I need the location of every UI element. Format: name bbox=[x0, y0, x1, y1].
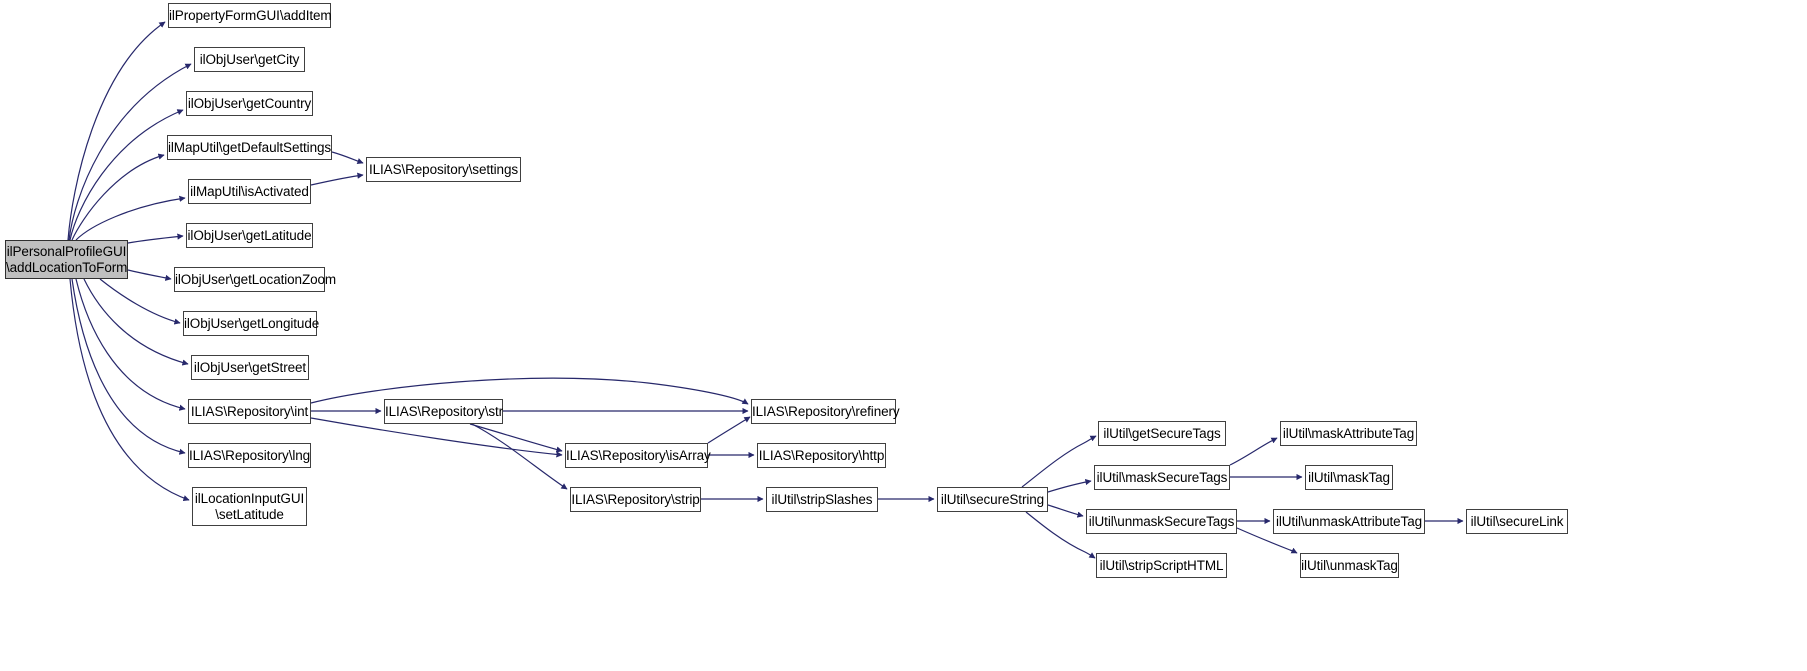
graph-node-label: ilUtil\maskAttributeTag bbox=[1282, 425, 1415, 441]
graph-node-lng[interactable]: ILIAS\Repository\lng bbox=[188, 443, 311, 468]
graph-node-getCity[interactable]: ilObjUser\getCity bbox=[194, 47, 305, 72]
call-edge bbox=[310, 172, 364, 186]
graph-node-secureString[interactable]: ilUtil\secureString bbox=[937, 487, 1048, 512]
call-edge bbox=[83, 278, 189, 366]
graph-node-label: ilMapUtil\getDefaultSettings bbox=[168, 139, 332, 155]
graph-node-unmaskAttributeTag[interactable]: ilUtil\unmaskAttributeTag bbox=[1273, 509, 1425, 534]
graph-node-refinery[interactable]: ILIAS\Repository\refinery bbox=[751, 399, 900, 424]
graph-node-label: ilUtil\stripScriptHTML bbox=[1099, 557, 1224, 573]
graph-node-label: ilUtil\secureLink bbox=[1470, 513, 1564, 529]
call-edge bbox=[127, 233, 184, 244]
call-edge bbox=[469, 423, 563, 453]
graph-node-http[interactable]: ILIAS\Repository\http bbox=[757, 443, 886, 468]
graph-node-label: ilObjUser\getLocationZoom bbox=[175, 271, 337, 287]
graph-node-label: ilObjUser\getStreet bbox=[193, 359, 307, 375]
graph-node-label: ilUtil\unmaskAttributeTag bbox=[1275, 513, 1423, 529]
graph-node-label: ILIAS\Repository\str bbox=[385, 403, 504, 419]
graph-node-maskSecureTags[interactable]: ilUtil\maskSecureTags bbox=[1094, 465, 1230, 490]
graph-node-str[interactable]: ILIAS\Repository\str bbox=[384, 399, 503, 424]
call-edge bbox=[127, 269, 172, 281]
graph-node-label: ilUtil\unmaskSecureTags bbox=[1088, 513, 1235, 529]
graph-node-label: ilObjUser\getCity bbox=[199, 51, 300, 67]
graph-node-label: ILIAS\Repository\lng bbox=[189, 447, 311, 463]
call-edge bbox=[69, 278, 190, 502]
graph-node-label: ILIAS\Repository\isArray bbox=[566, 447, 711, 463]
graph-node-getCountry[interactable]: ilObjUser\getCountry bbox=[186, 91, 313, 116]
graph-node-strip[interactable]: ILIAS\Repository\strip bbox=[570, 487, 701, 512]
call-edge bbox=[707, 416, 751, 444]
graph-node-stripScriptHTML[interactable]: ilUtil\stripScriptHTML bbox=[1096, 553, 1227, 578]
graph-node-isActivated[interactable]: ilMapUtil\isActivated bbox=[188, 179, 311, 204]
graph-node-label: ilUtil\unmaskTag bbox=[1301, 557, 1398, 573]
graph-node-getLongitude[interactable]: ilObjUser\getLongitude bbox=[183, 311, 320, 336]
graph-node-label: ilObjUser\getLongitude bbox=[184, 315, 320, 331]
call-edge bbox=[75, 195, 186, 241]
graph-node-getLatitude[interactable]: ilObjUser\getLatitude bbox=[186, 223, 313, 248]
graph-node-label: ilUtil\secureString bbox=[940, 491, 1045, 507]
call-edge bbox=[1229, 437, 1278, 466]
call-edge bbox=[71, 153, 165, 241]
graph-node-root[interactable]: ilPersonalProfileGUI \addLocationToForm bbox=[5, 240, 128, 279]
graph-node-getDefaultSettings[interactable]: ilMapUtil\getDefaultSettings bbox=[167, 135, 332, 160]
call-edge bbox=[1025, 511, 1096, 559]
call-edge bbox=[99, 278, 181, 325]
graph-node-label: ilObjUser\getLatitude bbox=[187, 227, 312, 243]
graph-node-label: ilUtil\maskTag bbox=[1308, 469, 1390, 485]
graph-node-label: ILIAS\Repository\settings bbox=[368, 161, 519, 177]
graph-node-setLatitude[interactable]: ilLocationInputGUI \setLatitude bbox=[192, 487, 307, 526]
graph-node-label: ilPropertyFormGUI\addItem bbox=[169, 7, 332, 23]
call-edge bbox=[1047, 478, 1092, 493]
graph-node-label: ilPersonalProfileGUI \addLocationToForm bbox=[6, 243, 128, 275]
call-edge bbox=[331, 151, 364, 165]
graph-node-label: ILIAS\Repository\int bbox=[190, 403, 309, 419]
graph-node-label: ilUtil\maskSecureTags bbox=[1096, 469, 1228, 485]
call-edge bbox=[75, 278, 186, 411]
graph-node-int[interactable]: ILIAS\Repository\int bbox=[188, 399, 311, 424]
graph-node-unmaskSecureTags[interactable]: ilUtil\unmaskSecureTags bbox=[1086, 509, 1237, 534]
graph-node-getLocationZoom[interactable]: ilObjUser\getLocationZoom bbox=[174, 267, 337, 292]
call-edge bbox=[1021, 435, 1097, 488]
graph-node-label: ILIAS\Repository\refinery bbox=[752, 403, 900, 419]
call-edge bbox=[310, 377, 749, 405]
graph-node-label: ilLocationInputGUI \setLatitude bbox=[194, 490, 305, 522]
graph-node-label: ilMapUtil\isActivated bbox=[190, 183, 309, 199]
graph-node-maskAttributeTag[interactable]: ilUtil\maskAttributeTag bbox=[1280, 421, 1417, 446]
graph-node-addItem[interactable]: ilPropertyFormGUI\addItem bbox=[168, 3, 332, 28]
graph-node-unmaskTag[interactable]: ilUtil\unmaskTag bbox=[1300, 553, 1399, 578]
graph-node-label: ilObjUser\getCountry bbox=[187, 95, 312, 111]
graph-node-settings[interactable]: ILIAS\Repository\settings bbox=[366, 157, 521, 182]
graph-node-secureLink[interactable]: ilUtil\secureLink bbox=[1466, 509, 1568, 534]
graph-node-label: ilUtil\stripSlashes bbox=[771, 491, 873, 507]
graph-node-getSecureTags[interactable]: ilUtil\getSecureTags bbox=[1098, 421, 1226, 446]
call-edge bbox=[1047, 504, 1084, 518]
call-edge bbox=[471, 423, 568, 490]
call-edge bbox=[67, 21, 166, 241]
graph-node-isArray[interactable]: ILIAS\Repository\isArray bbox=[565, 443, 711, 468]
graph-node-stripSlashes[interactable]: ilUtil\stripSlashes bbox=[766, 487, 878, 512]
graph-node-label: ilUtil\getSecureTags bbox=[1103, 425, 1221, 441]
call-edge bbox=[69, 109, 184, 241]
graph-node-getStreet[interactable]: ilObjUser\getStreet bbox=[191, 355, 309, 380]
graph-node-maskTag[interactable]: ilUtil\maskTag bbox=[1305, 465, 1393, 490]
graph-node-label: ILIAS\Repository\strip bbox=[571, 491, 700, 507]
graph-node-label: ILIAS\Repository\http bbox=[758, 447, 885, 463]
call-edge bbox=[71, 278, 186, 455]
